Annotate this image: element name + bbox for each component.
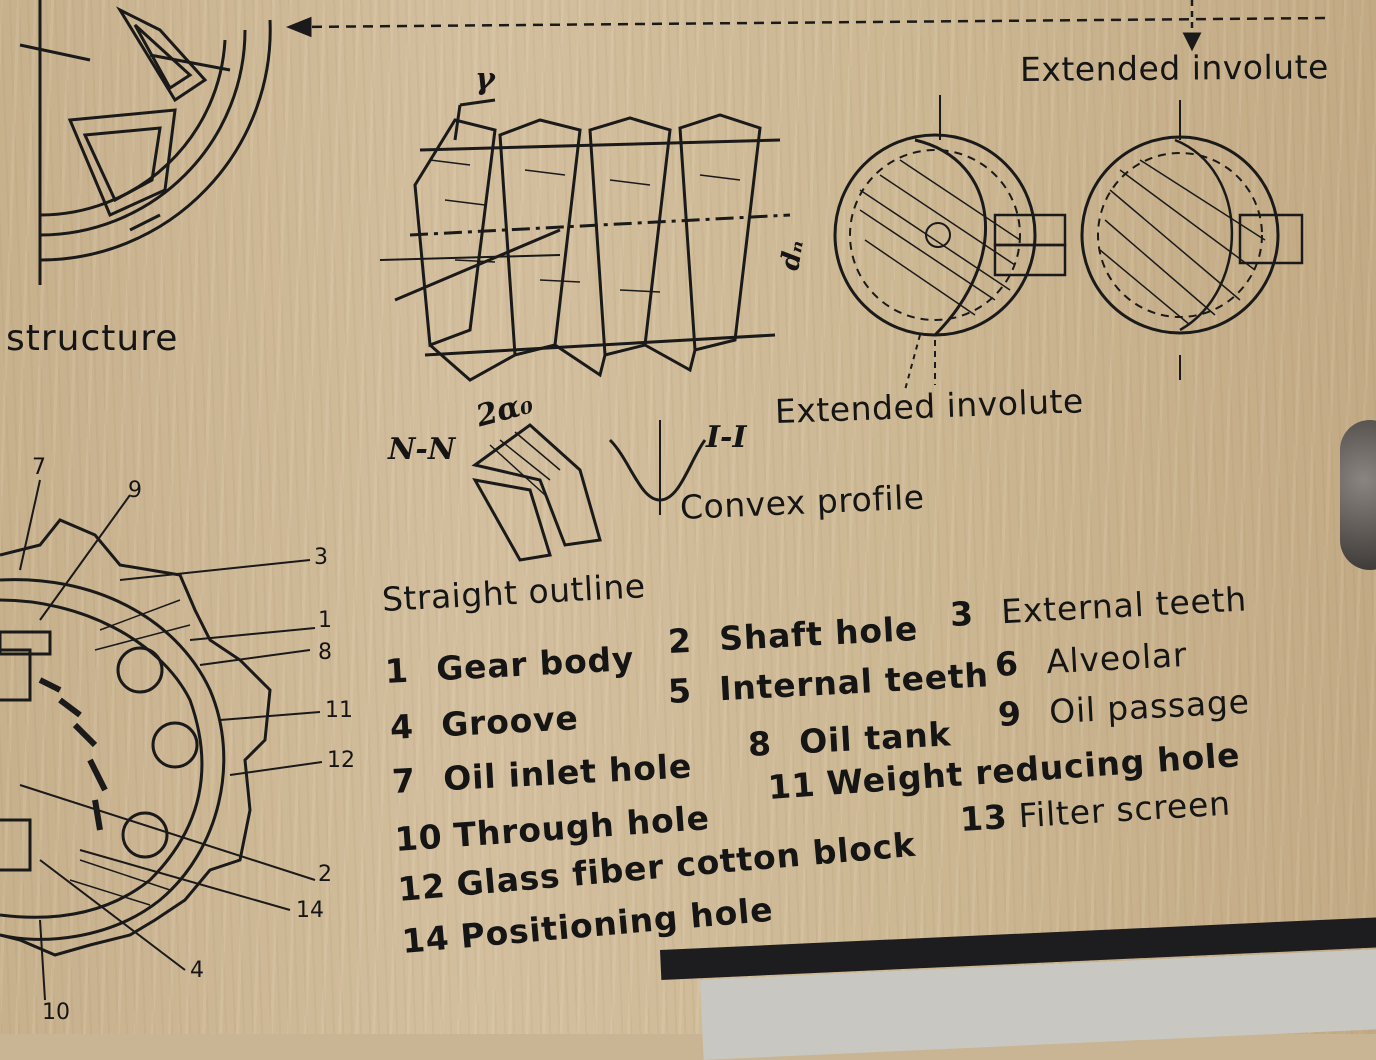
callout-12: 12: [327, 748, 355, 773]
callout-3: 3: [314, 545, 328, 570]
callout-11: 11: [325, 698, 353, 723]
callout-9: 9: [128, 478, 142, 503]
extended-involute-end-view-1: [833, 95, 1067, 391]
wooden-board: [0, 0, 1376, 1034]
structure-heading: structure: [6, 318, 179, 359]
extended-involute-end-view-2: [1080, 100, 1304, 380]
callout-1: 1: [318, 608, 332, 633]
callout-14: 14: [296, 898, 324, 923]
worm-thread-drawing: [379, 98, 791, 382]
callout-2: 2: [318, 862, 332, 887]
callout-10: 10: [42, 1000, 70, 1025]
section-nn-label: N-N: [388, 432, 456, 467]
extended-involute-top-caption: Extended involute: [1019, 47, 1330, 89]
diameter-label: dₙ: [775, 237, 810, 273]
callout-4: 4: [190, 958, 204, 983]
wall-hook: [1340, 420, 1376, 570]
callout-8: 8: [318, 640, 332, 665]
gamma-label: γ: [475, 62, 495, 97]
top-left-structure-drawing: [19, 0, 272, 285]
straight-outline-sketch: [471, 423, 602, 562]
engraved-drawings: [0, 0, 1331, 1001]
convex-profile-sketch: [608, 420, 707, 515]
callout-7: 7: [32, 455, 46, 480]
section-ii-label: I-I: [706, 420, 747, 455]
gear-drawing: [0, 479, 323, 1001]
